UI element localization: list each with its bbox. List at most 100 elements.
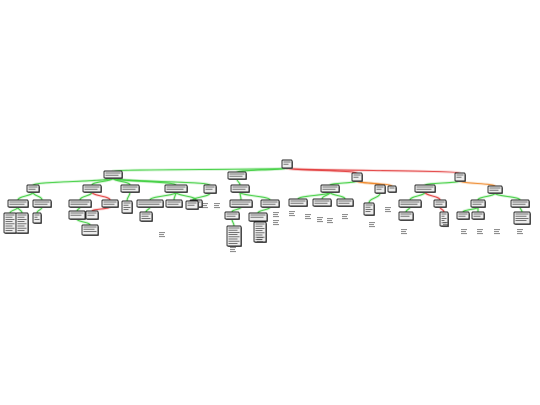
tree-node[interactable] bbox=[487, 185, 503, 194]
tree-link-halo bbox=[367, 192, 382, 204]
leaf-glyph-line bbox=[461, 233, 467, 235]
leaf-glyph-line bbox=[317, 217, 323, 219]
tree-node[interactable] bbox=[120, 184, 140, 193]
tree-node[interactable] bbox=[82, 184, 102, 193]
tree-node[interactable] bbox=[139, 211, 153, 222]
tree-node[interactable] bbox=[433, 199, 447, 208]
tree-node[interactable] bbox=[26, 184, 40, 193]
leaf-glyph-line bbox=[273, 224, 279, 226]
tree-node[interactable] bbox=[226, 225, 242, 247]
leaf-glyph-line bbox=[159, 232, 165, 234]
tree-node[interactable] bbox=[398, 211, 414, 221]
tree-node[interactable] bbox=[224, 211, 240, 220]
tree-node[interactable] bbox=[260, 199, 280, 208]
leaf-glyph-line bbox=[369, 222, 375, 224]
tree-link-halo bbox=[31, 191, 44, 201]
leaf-glyph-line bbox=[401, 233, 407, 235]
tree-node[interactable] bbox=[68, 199, 92, 208]
tree-node[interactable] bbox=[81, 224, 99, 236]
tree-node-box bbox=[471, 211, 485, 220]
tree-link-halo bbox=[16, 191, 35, 201]
tree-node[interactable] bbox=[32, 199, 52, 208]
tree-node[interactable] bbox=[3, 212, 17, 234]
tree-node[interactable] bbox=[374, 184, 386, 194]
tree-node[interactable] bbox=[7, 199, 29, 208]
tree-node[interactable] bbox=[165, 199, 183, 208]
leaf-glyph-line bbox=[327, 218, 333, 220]
tree-node-box bbox=[456, 211, 470, 220]
tree-node[interactable] bbox=[288, 198, 308, 207]
tree-node[interactable] bbox=[32, 212, 42, 224]
leaf-glyph-line bbox=[494, 233, 500, 235]
tree-link-halo bbox=[408, 191, 427, 201]
tree-node[interactable] bbox=[312, 198, 332, 207]
leaf-glyph-line bbox=[202, 207, 208, 209]
tree-node[interactable] bbox=[351, 172, 363, 182]
tree-node[interactable] bbox=[414, 184, 436, 193]
leaf-glyph-line bbox=[214, 207, 220, 209]
leaf-glyph bbox=[289, 211, 295, 217]
tree-node-box bbox=[103, 170, 123, 179]
tree-node[interactable] bbox=[227, 171, 247, 180]
leaf-glyph-line bbox=[230, 251, 236, 253]
tree-node[interactable] bbox=[85, 210, 99, 220]
leaf-glyph-line bbox=[317, 219, 322, 221]
leaf-glyph-line bbox=[401, 229, 407, 231]
leaf-glyph bbox=[369, 222, 375, 228]
leaf-glyph-line bbox=[305, 214, 311, 216]
tree-node[interactable] bbox=[336, 198, 354, 207]
leaf-glyph bbox=[327, 218, 333, 224]
tree-node-box bbox=[136, 199, 164, 208]
leaf-glyph bbox=[461, 229, 467, 235]
leaf-glyph-line bbox=[461, 229, 467, 231]
leaf-glyph bbox=[230, 247, 236, 253]
tree-node[interactable] bbox=[230, 184, 250, 193]
tree-node[interactable] bbox=[229, 199, 253, 208]
leaf-glyph-line bbox=[443, 222, 449, 224]
leaf-glyph-line bbox=[327, 222, 333, 224]
leaf-glyph-line bbox=[369, 224, 374, 226]
tree-node[interactable] bbox=[513, 211, 531, 225]
tree-link-halo bbox=[493, 191, 522, 202]
tree-node[interactable] bbox=[103, 170, 123, 179]
leaf-glyph-line bbox=[305, 218, 311, 220]
tree-node[interactable] bbox=[68, 210, 86, 220]
tree-node[interactable] bbox=[248, 212, 268, 222]
tree-node[interactable] bbox=[363, 202, 375, 216]
leaf-glyph-line bbox=[214, 205, 219, 207]
tree-node[interactable] bbox=[185, 200, 199, 210]
leaf-glyph bbox=[494, 229, 500, 235]
tree-node[interactable] bbox=[454, 172, 466, 182]
leaf-glyph-line bbox=[230, 249, 235, 251]
tree-link-halo bbox=[423, 179, 462, 187]
tree-node-box bbox=[387, 185, 397, 193]
leaf-glyph-line bbox=[443, 226, 449, 228]
tree-node[interactable] bbox=[164, 184, 188, 193]
tree-node[interactable] bbox=[471, 211, 485, 220]
leaf-glyph-line bbox=[273, 216, 279, 218]
tree-node[interactable] bbox=[398, 199, 422, 208]
tree-node[interactable] bbox=[320, 184, 340, 193]
tree-node[interactable] bbox=[203, 184, 217, 194]
tree-node-box bbox=[81, 224, 99, 236]
tree-node[interactable] bbox=[136, 199, 164, 208]
leaf-glyph bbox=[342, 214, 348, 220]
leaf-glyph-line bbox=[230, 247, 236, 249]
tree-node[interactable] bbox=[15, 212, 29, 234]
leaf-glyph-line bbox=[401, 231, 406, 233]
tree-node[interactable] bbox=[456, 211, 470, 220]
tree-node[interactable] bbox=[510, 199, 530, 208]
tree-node-box bbox=[229, 199, 253, 208]
leaf-glyph-line bbox=[342, 216, 347, 218]
tree-link-halo bbox=[423, 191, 442, 201]
leaf-glyph-line bbox=[202, 205, 207, 207]
tree-node[interactable] bbox=[281, 159, 293, 169]
leaf-glyph-line bbox=[257, 241, 263, 243]
tree-node[interactable] bbox=[387, 185, 397, 193]
tree-link-halo bbox=[111, 166, 289, 173]
tree-node[interactable] bbox=[470, 199, 486, 208]
leaf-glyph bbox=[159, 232, 165, 238]
tree-node[interactable] bbox=[121, 200, 133, 214]
tree-node[interactable] bbox=[101, 199, 119, 208]
